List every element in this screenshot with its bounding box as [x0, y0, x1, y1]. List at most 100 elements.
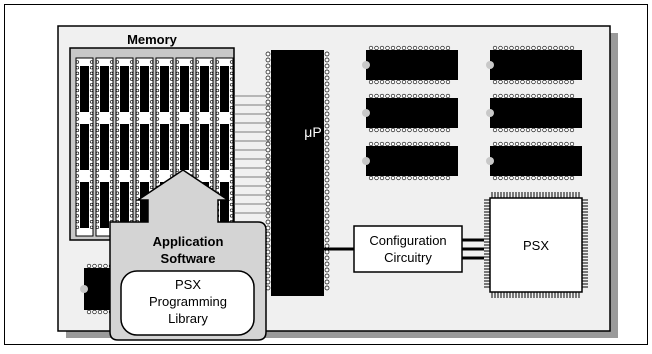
memory-pin	[75, 111, 80, 115]
chip-notch	[486, 61, 494, 69]
memory-pin	[129, 128, 134, 132]
microprocessor-pin	[324, 57, 330, 63]
chip-pin	[92, 263, 97, 269]
chip-pin	[564, 127, 569, 133]
microprocessor-pin	[324, 147, 330, 153]
memory-pin	[129, 77, 134, 81]
memory-pin	[229, 105, 234, 110]
memory-pin	[175, 83, 180, 87]
microprocessor-pin	[265, 177, 271, 183]
memory-pin	[75, 202, 80, 207]
memory-pin	[169, 134, 174, 138]
memory-pin	[89, 225, 94, 229]
microprocessor-pin	[324, 195, 330, 201]
memory-pin	[115, 71, 120, 75]
memory-pin	[155, 163, 160, 167]
chip-pin	[379, 93, 385, 99]
chip-pin	[514, 175, 520, 181]
chip-body	[366, 50, 458, 80]
memory-pin	[175, 100, 180, 104]
memory-pin	[95, 191, 100, 195]
microprocessor-pin	[324, 69, 330, 75]
chip-pin	[429, 45, 434, 51]
microprocessor-pin	[265, 111, 271, 117]
memory-pin	[135, 140, 140, 144]
memory-pin	[89, 174, 94, 178]
memory-pin	[129, 145, 134, 150]
memory-chip	[80, 66, 89, 112]
memory-pin	[215, 185, 220, 189]
memory-pin	[89, 197, 94, 201]
memory-pin	[135, 100, 140, 104]
memory-pin	[155, 88, 160, 93]
chip-pin	[368, 175, 374, 181]
memory-pin	[169, 151, 174, 155]
memory-pin	[195, 60, 200, 64]
microprocessor-pin	[265, 93, 271, 99]
memory-pin	[95, 94, 100, 98]
memory-pin	[75, 77, 80, 81]
memory-chip	[140, 66, 149, 112]
memory-pin	[89, 180, 94, 184]
microprocessor-pin	[324, 141, 330, 147]
memory-pin	[95, 88, 100, 93]
memory-pin	[129, 140, 134, 144]
chip-pin	[429, 93, 434, 99]
chip-pin	[509, 127, 514, 133]
memory-pin	[75, 168, 80, 172]
microprocessor-pin	[265, 51, 271, 57]
memory-pin	[129, 174, 134, 178]
library-label-line3: Library	[168, 311, 208, 326]
memory-pin	[149, 185, 154, 189]
microprocessor-pin	[324, 261, 330, 267]
memory-pin	[135, 202, 140, 207]
memory-pin	[95, 225, 100, 229]
chip-pin	[445, 127, 451, 133]
memory-pin	[215, 140, 220, 144]
dip-chip	[362, 93, 458, 133]
memory-pin	[175, 88, 180, 93]
memory-pin	[95, 168, 100, 172]
microprocessor-pin	[324, 237, 330, 243]
memory-pin	[169, 94, 174, 98]
chip-pin	[434, 79, 440, 85]
chip-pin	[429, 79, 434, 85]
chip-pin	[418, 45, 423, 51]
memory-pin	[149, 77, 154, 81]
memory-pin	[155, 134, 160, 138]
memory-pin	[195, 88, 200, 93]
chip-pin	[379, 127, 385, 133]
chip-pin	[445, 175, 451, 181]
memory-pin	[175, 66, 180, 70]
chip-pin	[396, 93, 401, 99]
memory-pin	[75, 214, 80, 218]
chip-pin	[401, 127, 407, 133]
chip-notch	[80, 285, 88, 293]
memory-pin	[75, 105, 80, 110]
chip-pin	[553, 141, 558, 147]
memory-pin	[175, 123, 180, 127]
memory-pin	[209, 71, 214, 75]
memory-pin	[155, 83, 160, 87]
memory-pin	[75, 134, 80, 138]
memory-pin	[115, 197, 120, 201]
microprocessor-pin	[265, 207, 271, 213]
memory-pin	[189, 168, 194, 172]
memory-pin	[95, 134, 100, 138]
memory-pin	[109, 214, 114, 218]
memory-pin	[175, 60, 180, 64]
memory-pin	[89, 185, 94, 189]
memory-pin	[115, 208, 120, 212]
memory-pin	[169, 105, 174, 110]
memory-pin	[195, 105, 200, 110]
memory-pin	[75, 100, 80, 104]
memory-pin	[229, 197, 234, 201]
memory-pin	[115, 157, 120, 161]
memory-pin	[209, 117, 214, 121]
microprocessor-pin	[265, 69, 271, 75]
memory-pin	[75, 174, 80, 178]
memory-pin	[149, 180, 154, 184]
memory-pin	[215, 77, 220, 81]
microprocessor-pin	[324, 117, 330, 123]
chip-pin	[542, 93, 547, 99]
